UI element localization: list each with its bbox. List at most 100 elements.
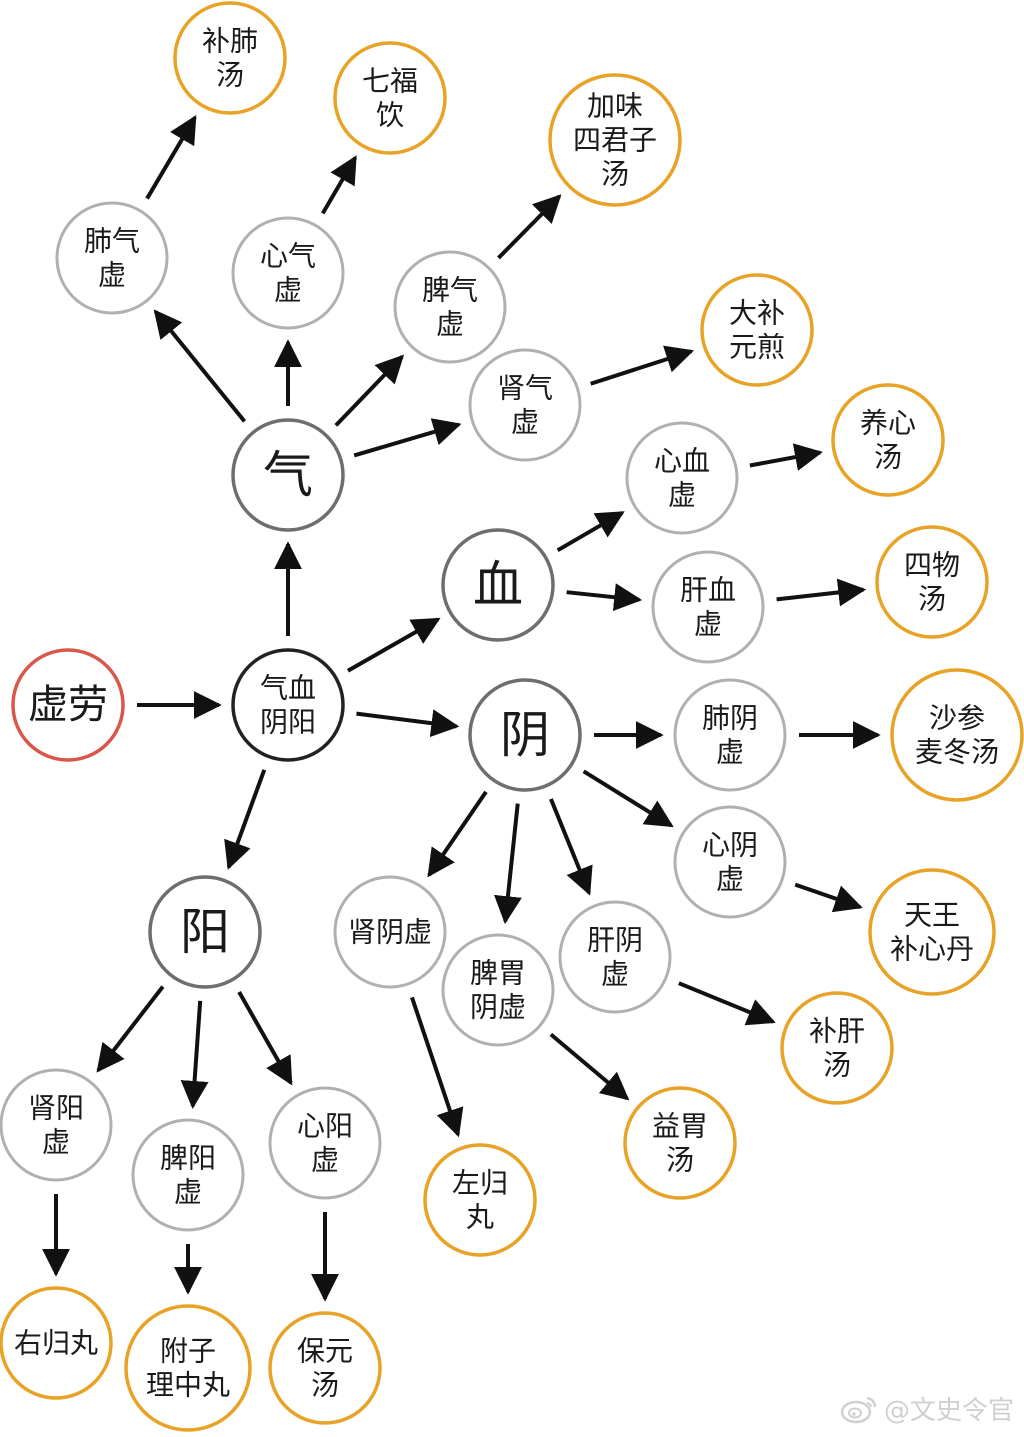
- arrow-yang-to-shenyang: [96, 985, 165, 1073]
- node-label: 心气: [260, 239, 316, 272]
- node-label: 益胃: [652, 1109, 708, 1142]
- syndrome-circle: [231, 216, 345, 330]
- weibo-icon: [840, 1396, 877, 1423]
- node-xue: 血: [441, 528, 555, 642]
- syndrome-circle: [673, 805, 787, 919]
- node-label: 脾气: [422, 273, 478, 306]
- syndrome-circle: [393, 250, 507, 364]
- formula-circle: [780, 991, 894, 1105]
- arrow-xinqi-to-qifu: [321, 155, 357, 215]
- formula-circle: [890, 668, 1024, 802]
- arrow-qi-to-shenqi: [353, 418, 462, 458]
- arrow-qi-to-piqi: [334, 354, 405, 427]
- node-label: 虚: [42, 1126, 70, 1159]
- hub-circle: [231, 648, 345, 762]
- formula-circle: [868, 868, 996, 996]
- node-label: 饮: [376, 99, 404, 132]
- node-qifu: 七福饮: [333, 41, 447, 155]
- arrow-shenyin-to-zuogui: [410, 996, 464, 1138]
- node-feiqi: 肺气虚: [55, 201, 169, 315]
- node-yang: 阳: [148, 875, 262, 989]
- node-label: 右归丸: [14, 1327, 98, 1360]
- node-label: 虚: [511, 406, 539, 439]
- node-shenqi: 肾气虚: [468, 348, 582, 462]
- arrow-shenqi-to-dabu: [590, 345, 695, 386]
- node-baoyuan: 保元汤: [268, 1311, 382, 1425]
- node-label: 汤: [874, 441, 902, 474]
- node-ganxue: 肝血虚: [651, 550, 765, 664]
- node-bufei: 补肺汤: [173, 1, 287, 115]
- node-label: 四物: [904, 548, 960, 581]
- arrow-piqi-to-jiawei: [497, 194, 562, 260]
- node-label: 汤: [666, 1144, 694, 1177]
- node-xinqi: 心气虚: [231, 216, 345, 330]
- node-label: 丸: [466, 1201, 494, 1234]
- node-label: 心血: [654, 444, 710, 477]
- node-label: 加味: [587, 89, 643, 122]
- node-feiyin: 肺阴虚: [673, 678, 787, 792]
- node-label: 汤: [823, 1049, 851, 1082]
- node-label: 阴: [500, 706, 550, 764]
- node-piyang: 脾阳虚: [131, 1118, 245, 1232]
- formula-circle: [623, 1086, 737, 1200]
- edges-layer: [42, 115, 881, 1302]
- arrow-xinyin-to-tianwang: [794, 882, 863, 913]
- node-label: 心阴: [702, 828, 758, 861]
- watermark-text: @文史令官: [883, 1396, 1014, 1426]
- node-label: 汤: [601, 158, 629, 191]
- arrow-yin-to-ganyin: [549, 798, 593, 896]
- node-label: 养心: [860, 406, 916, 439]
- node-label: 汤: [216, 59, 244, 92]
- node-label: 气: [263, 446, 313, 504]
- node-label: 心阳: [297, 1109, 353, 1142]
- node-ganyin: 肝阴虚: [558, 900, 672, 1014]
- root-circle: [11, 648, 125, 762]
- arrow-qxyy-to-yin: [356, 709, 460, 738]
- node-label: 阴虚: [470, 991, 526, 1024]
- arrow-yang-to-xinyang: [237, 990, 293, 1086]
- arrow-qi-to-feiqi: [153, 309, 247, 423]
- node-shenyang: 肾阳虚: [0, 1068, 113, 1182]
- syndrome-circle: [625, 421, 739, 535]
- node-xinxue: 心血虚: [625, 421, 739, 535]
- node-label: 虚: [601, 958, 629, 991]
- node-qi: 气: [231, 418, 345, 532]
- node-yougui: 右归丸: [0, 1286, 113, 1400]
- node-label: 脾胃: [470, 956, 526, 989]
- node-label: 肾阳: [28, 1091, 84, 1124]
- node-siwu: 四物汤: [875, 525, 989, 639]
- syndrome-circle: [333, 875, 447, 989]
- formula-circle: [548, 73, 682, 207]
- node-label: 肾阴虚: [348, 916, 432, 949]
- syndrome-circle: [558, 900, 672, 1014]
- syndrome-circle: [441, 933, 555, 1047]
- node-label: 虚: [716, 736, 744, 769]
- node-label: 汤: [918, 583, 946, 616]
- node-label: 虚: [98, 259, 126, 292]
- syndrome-circle: [673, 678, 787, 792]
- node-yin: 阴: [468, 678, 582, 792]
- node-label: 元煎: [729, 331, 785, 364]
- node-label: 阳: [180, 903, 230, 961]
- formula-circle: [875, 525, 989, 639]
- node-label: 虚: [716, 863, 744, 896]
- node-label: 阴阳: [260, 706, 316, 739]
- node-xinyang: 心阳虚: [268, 1086, 382, 1200]
- formula-circle: [423, 1143, 537, 1257]
- category-circle: [468, 678, 582, 792]
- node-label: 补肺: [202, 24, 258, 57]
- node-bugan: 补肝汤: [780, 991, 894, 1105]
- arrow-feiqi-to-bufei: [145, 115, 197, 200]
- node-label: 理中丸: [146, 1369, 230, 1402]
- arrow-qxyy-to-yang: [224, 769, 267, 870]
- arrow-yin-to-xinyin: [582, 769, 674, 828]
- syndrome-circle: [651, 550, 765, 664]
- formula-circle: [333, 41, 447, 155]
- node-label: 虚: [668, 479, 696, 512]
